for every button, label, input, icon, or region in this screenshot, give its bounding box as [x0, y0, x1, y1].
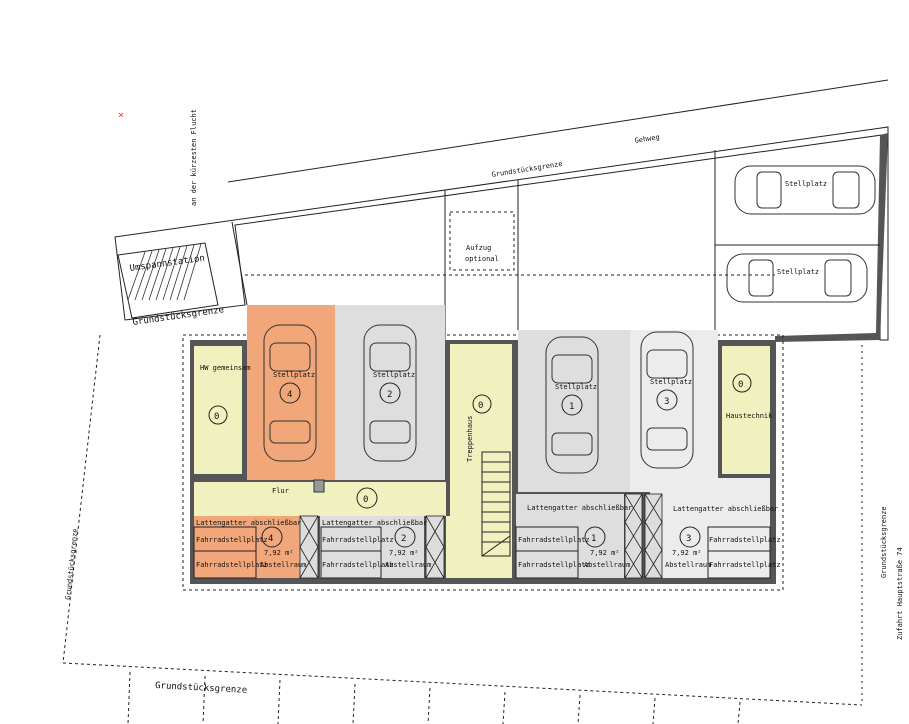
umspann-label: Umspannstation: [129, 254, 206, 274]
stellplatz-label: Stellplatz: [777, 268, 819, 276]
gatter-label-1: Lattengatter abschließbar: [527, 504, 632, 512]
car-vertical: Stellplatz 2: [363, 324, 417, 462]
storage-4: [194, 516, 314, 578]
gatter-label-2: Lattengatter abschließbar: [322, 519, 427, 527]
car-horizontal: Stellplatz: [726, 253, 868, 303]
storage-1: [516, 494, 624, 578]
boundary-left: [62, 334, 101, 664]
garage-number: 2: [387, 390, 392, 400]
storage-3: [650, 480, 770, 578]
grenze-umspann-label: Grundstücksgrenze: [132, 305, 225, 328]
marker-x-icon: ×: [118, 110, 124, 121]
storage-num-2: 2: [401, 534, 406, 544]
zone-circles: [208, 373, 752, 509]
bike-label: Fahrradstellplatz: [518, 561, 590, 569]
zone-0-label: 0: [738, 380, 743, 390]
grenze-top-label: Grundstücksgrenze: [491, 160, 563, 179]
storage-num-3: 3: [686, 534, 691, 544]
flur-label: Flur: [272, 487, 289, 495]
stellplatz-label: Stellplatz: [373, 371, 415, 379]
stellplatz-label: Stellplatz: [555, 383, 597, 391]
zone-0-label: 0: [363, 495, 368, 505]
aufzug-optional-label: optional: [465, 255, 499, 263]
building-outline: [182, 334, 784, 591]
area-label: 7,92 m²: [672, 549, 702, 557]
car-vertical: Stellplatz 3: [640, 331, 694, 469]
garage-4: [247, 305, 335, 480]
aufzug-label: Aufzug: [466, 244, 491, 252]
storage-num-4: 4: [268, 534, 273, 544]
area-label: 7,92 m²: [389, 549, 419, 557]
gatter-label-3: Lattengatter abschließbar: [673, 505, 778, 513]
grenze-left-label: Grundstücksgrenze: [64, 528, 79, 600]
flucht-label: an der kürzesten Flucht: [190, 109, 198, 206]
stellplatz-label: Stellplatz: [273, 371, 315, 379]
garage-3: [630, 330, 718, 492]
bike-label: Fahrradstellplatz: [196, 561, 268, 569]
area-label: 7,92 m²: [590, 549, 620, 557]
bike-label: Fahrradstellplatz: [196, 536, 268, 544]
garage-number: 3: [664, 397, 669, 407]
gehweg-label: Gehweg: [634, 133, 660, 145]
stellplatz-label: Stellplatz: [785, 180, 827, 188]
car-horizontal: Stellplatz: [734, 165, 876, 215]
gatter-label-4: Lattengatter abschließbar: [196, 519, 301, 527]
garage-number: 4: [287, 390, 292, 400]
room-haustechnik: [722, 346, 770, 474]
stairs: [481, 451, 511, 557]
abstell-label: Abstellraum: [584, 561, 630, 569]
cars: Stellplatz4Stellplatz2Stellplatz1Stellpl…: [263, 165, 876, 474]
sidewalk-edge: [227, 79, 889, 183]
bike-label: Fahrradstellplatz: [709, 561, 781, 569]
shafts: [299, 493, 663, 579]
property-boundary-top: [114, 126, 889, 341]
grenze-bottom-label: Grundstücksgrenze: [155, 681, 248, 696]
zufahrt-label: Zufahrt Hauptstraße 74: [896, 547, 904, 640]
car-vertical: Stellplatz 1: [545, 336, 599, 474]
bike-label: Fahrradstellplatz: [322, 536, 394, 544]
zone-0-label: 0: [214, 412, 219, 422]
room-hw: [194, 346, 242, 474]
garage-2: [335, 305, 445, 480]
storage-number-circles: [261, 526, 701, 548]
storage-num-1: 1: [591, 534, 596, 544]
bottom-ticks: [127, 671, 741, 724]
treppenhaus-lower: [446, 516, 512, 578]
zone-0-label: 0: [478, 401, 483, 411]
elevator-optional: [449, 211, 515, 271]
hw-label: HW gemeinsam: [200, 364, 251, 372]
grenze-right-label: Grundstücksgrenze: [880, 506, 888, 578]
boundary-bottom: [62, 662, 863, 706]
bike-label: Fahrradstellplatz: [709, 536, 781, 544]
abstell-label: Abstellraum: [385, 561, 431, 569]
bike-label: Fahrradstellplatz: [322, 561, 394, 569]
abstell-label: Abstellraum: [665, 561, 711, 569]
haustechnik-label: Haustechnik: [726, 412, 773, 420]
boundary-wall: [775, 133, 888, 342]
stellplatz-label: Stellplatz: [650, 378, 692, 386]
garage-number: 1: [569, 402, 574, 412]
bike-label: Fahrradstellplatz: [518, 536, 590, 544]
garage-1: [518, 330, 630, 492]
area-label: 7,92 m²: [264, 549, 294, 557]
treppenhaus-label: Treppenhaus: [466, 416, 474, 462]
car-vertical: Stellplatz 4: [263, 324, 317, 462]
umspannstation: Umspannstation Grundstücksgrenze: [117, 242, 225, 328]
column: [313, 479, 325, 493]
bike-cells: [193, 526, 771, 579]
abstell-label: Abstellraum: [260, 561, 306, 569]
